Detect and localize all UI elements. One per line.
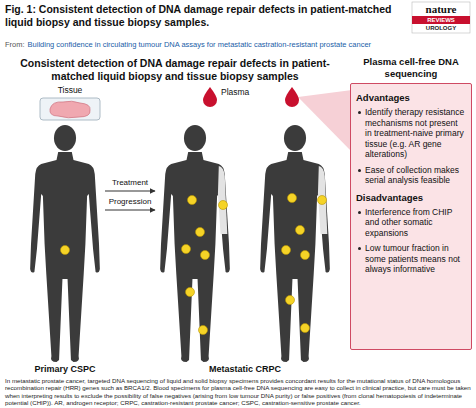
bullet-text: Identify therapy resistance mechanisms n… <box>365 107 466 160</box>
logo-word: REVIEWS <box>412 17 470 24</box>
source-link: Building confidence in circulating tumou… <box>28 40 372 49</box>
tissue-sample <box>50 101 90 118</box>
section-heading: Advantages <box>356 92 466 104</box>
bone-highlight <box>218 166 227 234</box>
callout-box: Plasma cell-free DNA sequencingAdvantage… <box>350 56 472 350</box>
part-label: Tissue <box>40 85 100 95</box>
bullet-dot <box>358 169 361 172</box>
human-figure <box>260 125 330 362</box>
arrow-label: Progression <box>103 197 157 207</box>
human-figure <box>160 125 230 362</box>
callout-panel: AdvantagesIdentify therapy resistance me… <box>350 83 472 350</box>
logo-band <box>412 16 470 24</box>
blood-drop <box>285 87 299 107</box>
stage-label: Primary CSPC <box>10 364 120 375</box>
figure-title: Fig. 1: Consistent detection of DNA dama… <box>5 3 405 29</box>
tumour-dots <box>61 194 327 335</box>
progress-arrow <box>105 209 155 210</box>
bullet-item: Identify therapy resistance mechanisms n… <box>356 107 466 160</box>
bullet-dot <box>358 211 361 214</box>
blood-drop <box>203 87 217 107</box>
logo-box <box>412 2 470 33</box>
part-label: Plasma <box>221 87 249 97</box>
bullet-text: Ease of collection makes serial analysis… <box>365 165 466 186</box>
arrow-label: Treatment <box>103 178 157 188</box>
panel-heading: Consistent detection of DNA damage repai… <box>20 57 330 83</box>
bullet-text: Interference from CHIP and other somatic… <box>365 207 466 239</box>
callout-heading: Plasma cell-free DNA sequencing <box>350 56 472 79</box>
bullet-item: Ease of collection makes serial analysis… <box>356 165 466 186</box>
logo-word: UROLOGY <box>412 25 470 32</box>
bullet-dot <box>358 111 361 114</box>
bone-highlight <box>318 166 327 234</box>
callout-wedge <box>298 90 352 152</box>
tissue-slide <box>40 98 100 120</box>
bullet-text: Low tumour fraction in some patients mea… <box>365 243 466 275</box>
human-figure <box>30 125 100 362</box>
section-heading: Disadvantages <box>356 192 466 204</box>
source-prefix: From: <box>5 40 25 49</box>
logo-word: nature <box>412 3 470 15</box>
bullet-item: Low tumour fraction in some patients mea… <box>356 243 466 275</box>
progress-arrow <box>105 190 155 191</box>
bullet-item: Interference from CHIP and other somatic… <box>356 207 466 239</box>
bullet-dot <box>358 247 361 250</box>
figure-caption: In metastatic prostate cancer, targeted … <box>5 377 471 407</box>
stage-label: Metastatic CRPC <box>170 364 320 375</box>
